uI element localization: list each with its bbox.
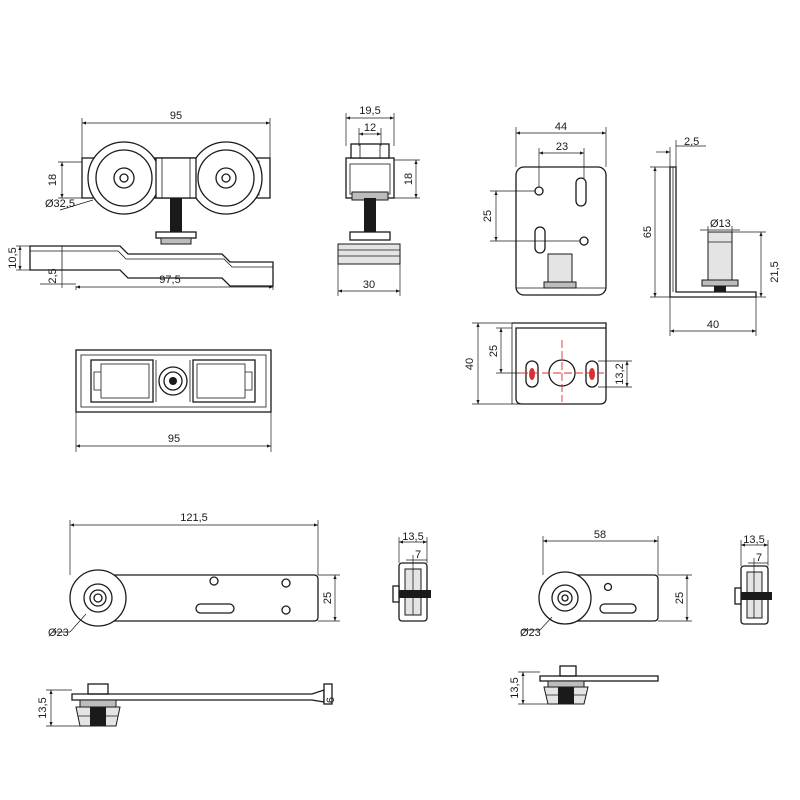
short-guide-wheel-side: 13,5 7: [734, 534, 772, 625]
trolley-front-view: 95 18 Ø32,5 10,5 2,5 97,5: [7, 110, 274, 290]
dim-trolley-height: 18: [47, 174, 59, 186]
bracket-top-view: 40 25 13,2: [464, 322, 632, 405]
dim-top-depth: 40: [464, 358, 476, 370]
dim-long-wheel-thickness: 13,5: [402, 531, 423, 543]
bracket-pin: [547, 253, 573, 287]
trolley-top-view: 95: [75, 349, 272, 452]
long-guide-wheel: [69, 569, 127, 627]
threaded-bolt: [170, 198, 182, 232]
dim-long-wheel-diameter: Ø23: [48, 627, 69, 639]
trolley-side-view: 19,5 12 18 30: [337, 105, 420, 296]
dim-long-plate: 6: [325, 697, 337, 703]
long-guide-wheel-side: 13,5 7: [392, 531, 431, 622]
dim-top-width: 95: [168, 433, 180, 445]
dim-short-length: 58: [594, 529, 606, 541]
dim-hole-spacing: 23: [556, 141, 568, 153]
side-pin: [707, 231, 733, 281]
dim-bracket-depth: 40: [707, 319, 719, 331]
dim-pin-diameter: Ø13: [710, 218, 731, 230]
dim-short-wheel-thickness: 13,5: [743, 534, 764, 546]
short-guide-view: 58 25 Ø23: [520, 529, 692, 639]
dim-top-offset: 25: [488, 345, 500, 357]
dim-side-width: 19,5: [359, 105, 380, 117]
dim-long-thickness: 13,5: [37, 697, 49, 718]
dim-short-width: 25: [674, 592, 686, 604]
short-guide-bottom-view: 13,5: [509, 665, 659, 705]
dim-bracket-width: 44: [555, 121, 567, 133]
side-bolt: [364, 198, 376, 232]
left-wheel: [87, 141, 161, 215]
right-wheel: [189, 141, 263, 215]
dim-long-width: 25: [322, 592, 334, 604]
dim-long-length: 121,5: [180, 512, 208, 524]
dim-side-height: 18: [403, 173, 415, 185]
dim-short-groove: 7: [756, 552, 762, 564]
dim-bracket-thickness: 2,5: [684, 136, 699, 148]
bracket-front-view: 44 23 25: [482, 121, 607, 296]
dim-short-thickness: 13,5: [509, 677, 521, 698]
dim-pin-height: 21,5: [769, 261, 781, 282]
dim-slot-length: 13,2: [614, 363, 626, 384]
dim-plate-length: 97,5: [159, 274, 180, 286]
dim-side-base: 30: [363, 279, 375, 291]
dim-short-wheel-diameter: Ø23: [520, 627, 541, 639]
dim-offset: 2,5: [47, 268, 59, 283]
dim-plate-thickness: 10,5: [7, 247, 19, 268]
dim-wheel-diameter: Ø32,5: [45, 198, 75, 210]
short-guide-wheel: [538, 571, 592, 625]
long-guide-view: 121,5 25 Ø23: [48, 512, 340, 639]
dim-bracket-side-height: 65: [642, 226, 654, 238]
dim-side-inner: 12: [364, 122, 376, 134]
long-guide-bottom-view: 13,5 6: [37, 683, 337, 727]
dim-trolley-width: 95: [170, 110, 182, 122]
dim-bracket-height: 25: [482, 210, 494, 222]
bracket-side-view: 2,5 65 Ø13 21,5 40: [642, 136, 781, 336]
dim-long-groove: 7: [415, 549, 421, 561]
